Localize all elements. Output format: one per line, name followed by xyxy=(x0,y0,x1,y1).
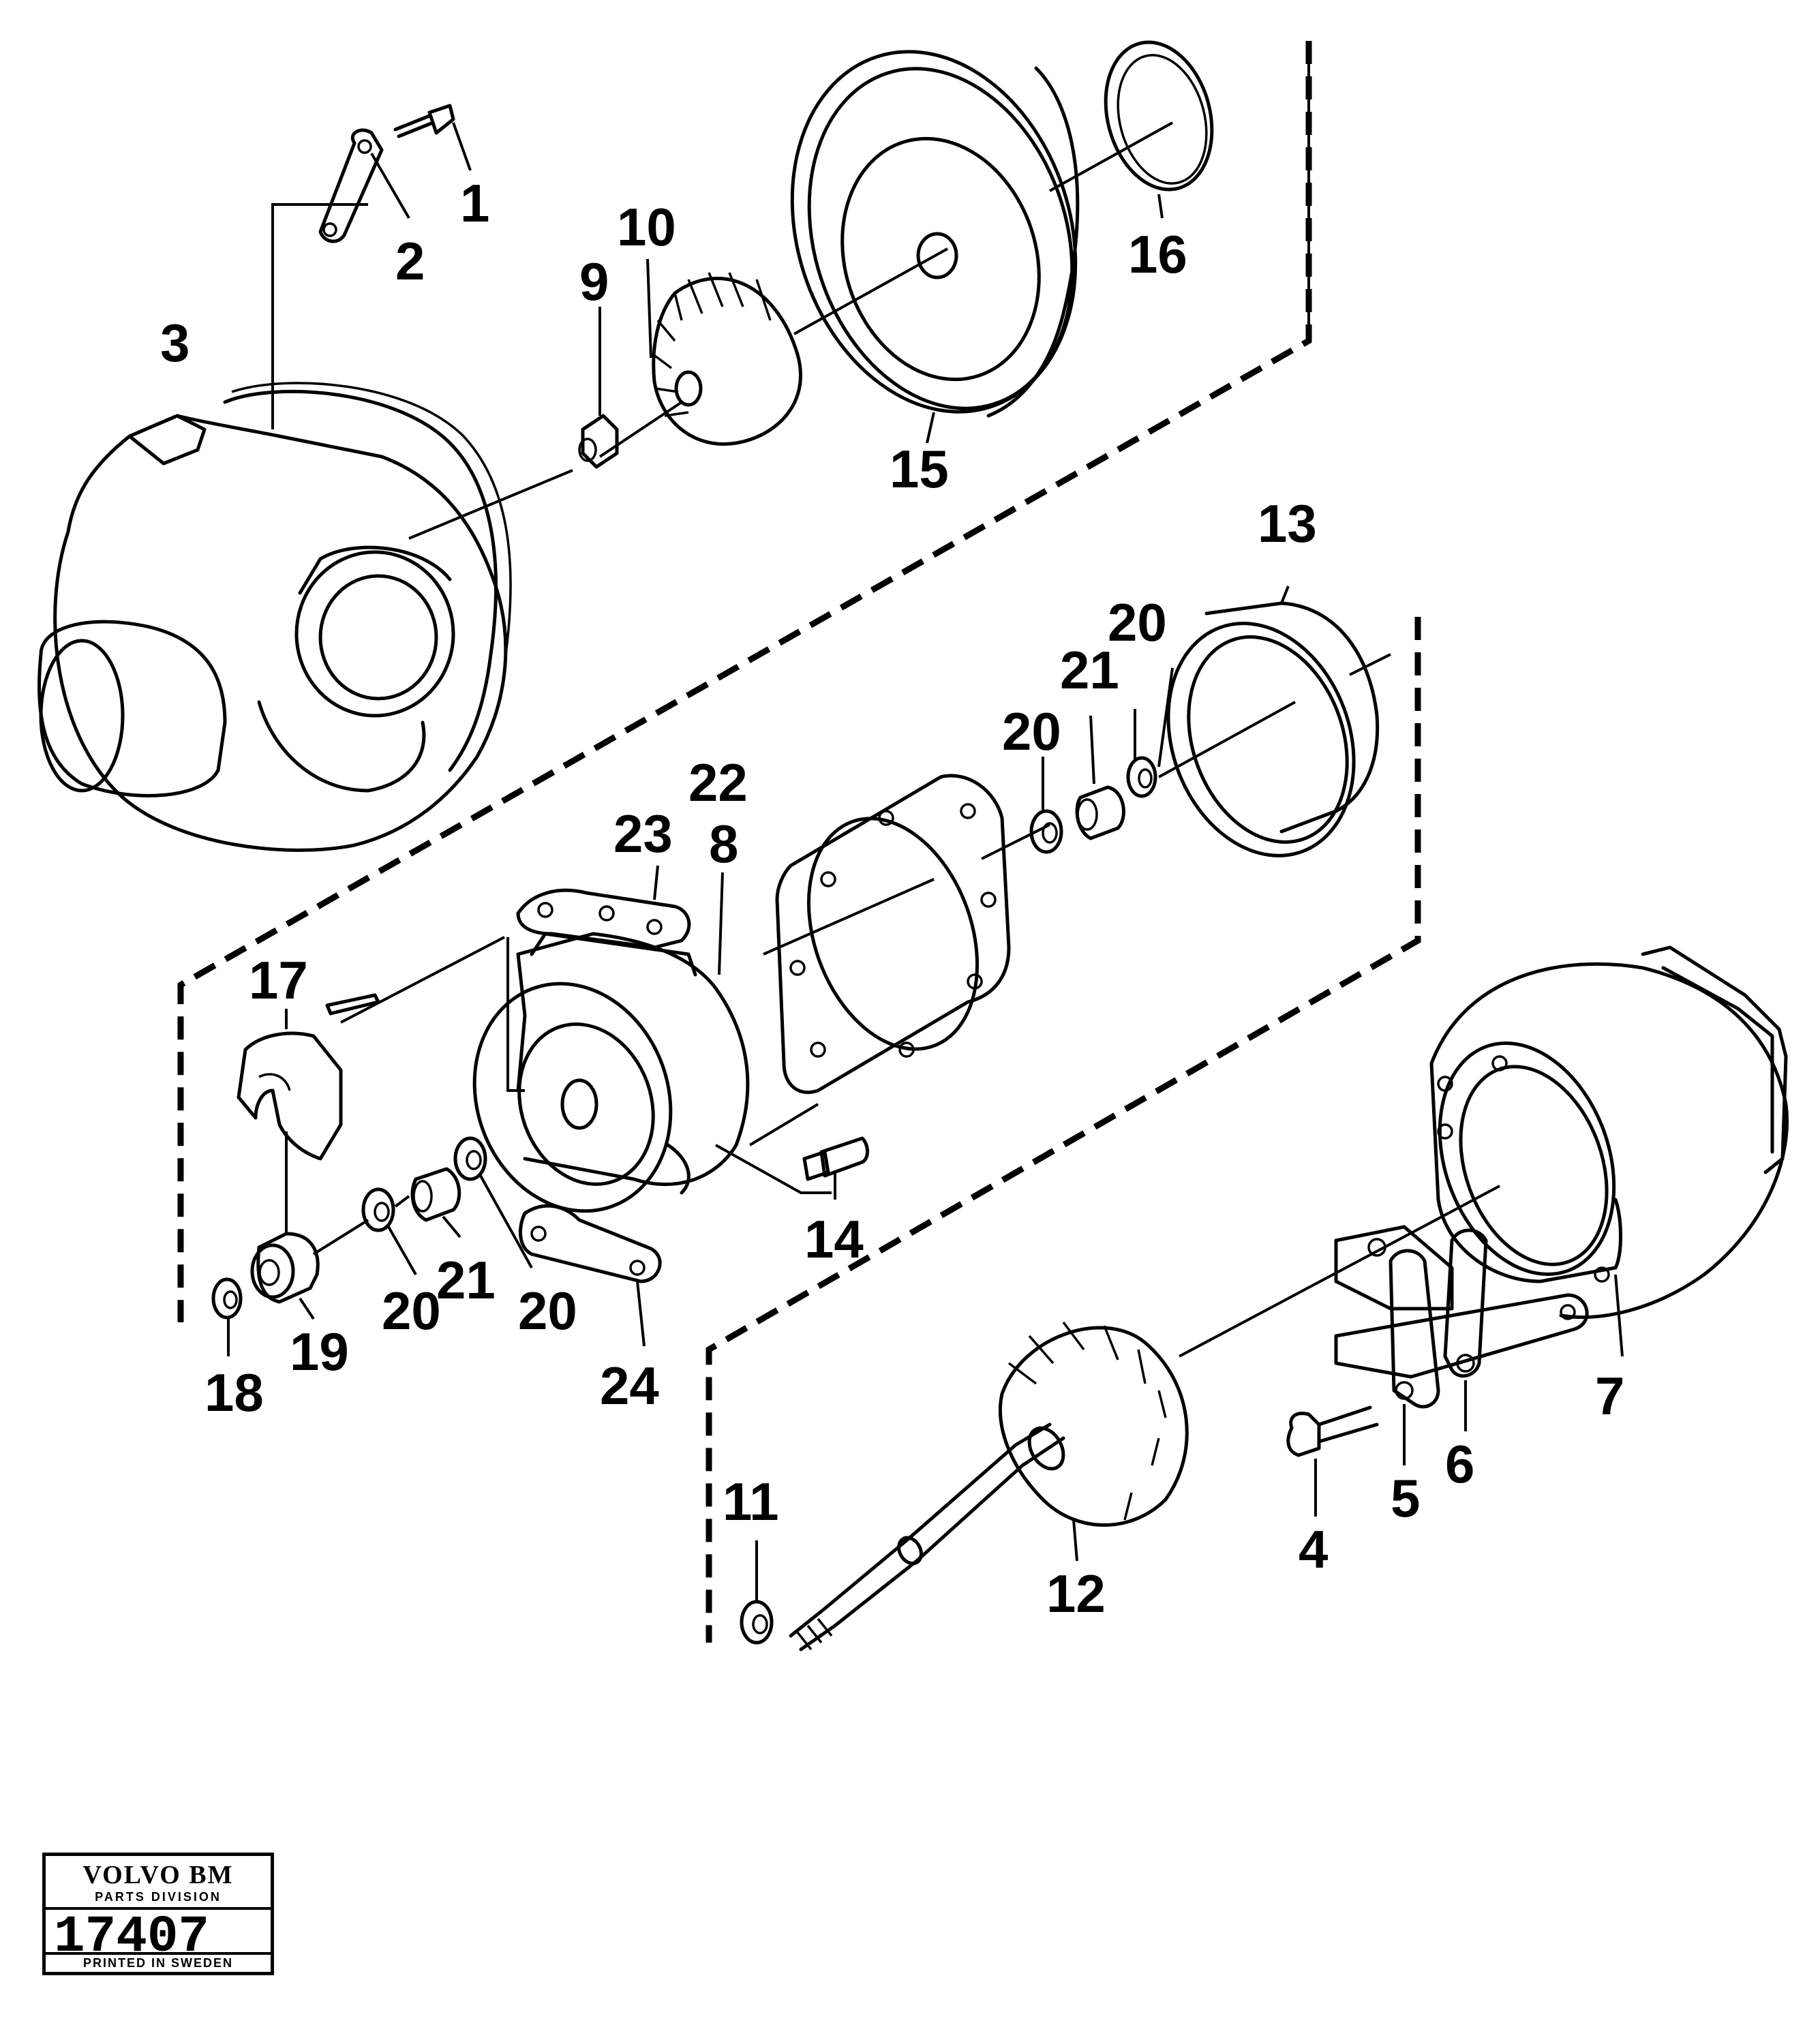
callout-13: 13 xyxy=(1258,493,1317,553)
callout-18: 18 xyxy=(204,1362,264,1422)
lock-nut xyxy=(578,307,619,469)
callout-19: 19 xyxy=(290,1322,349,1382)
callout-11: 11 xyxy=(723,1472,778,1532)
callout-12: 12 xyxy=(1046,1564,1106,1624)
callout-20a: 20 xyxy=(1108,592,1167,652)
leader-24 xyxy=(636,1281,646,1347)
callout-21a: 21 xyxy=(1060,640,1119,700)
leader-housing xyxy=(340,936,525,1092)
callout-20c: 20 xyxy=(382,1281,441,1341)
oil-seal xyxy=(250,1232,320,1320)
callout-10: 10 xyxy=(617,197,676,257)
callout-2: 2 xyxy=(395,231,425,291)
callout-22: 22 xyxy=(688,752,748,812)
o-ring-large xyxy=(1104,40,1214,219)
callout-20b: 20 xyxy=(1002,701,1061,761)
circlip-11 xyxy=(740,1540,774,1645)
compressor-wheel xyxy=(646,258,802,446)
stamp-printed: PRINTED IN SWEDEN xyxy=(46,1952,271,1972)
callout-15: 15 xyxy=(890,439,949,499)
thrust-bearing-set-lower xyxy=(312,1136,533,1275)
callout-9: 9 xyxy=(579,252,609,311)
callout-5: 5 xyxy=(1391,1468,1420,1528)
bearing-housing-insert xyxy=(1166,585,1380,857)
dashed-boundary xyxy=(177,41,1421,1643)
center-bearing-housing xyxy=(472,872,750,1283)
callout-16: 16 xyxy=(1128,224,1187,284)
callout-14: 14 xyxy=(804,1209,864,1269)
screw xyxy=(393,104,472,171)
middle-axis xyxy=(748,653,1391,1146)
circlip-18 xyxy=(211,1277,243,1356)
callout-8: 8 xyxy=(709,814,738,874)
upper-axis xyxy=(408,121,1173,540)
thrust-collar xyxy=(237,993,380,1234)
stamp-brand: VOLVO BM xyxy=(82,1861,234,1889)
volvo-bm-stamp: VOLVO BM PARTS DIVISION 17407 PRINTED IN… xyxy=(42,1853,274,1975)
flange-gasket xyxy=(775,774,1011,1095)
thrust-bearing-set-upper xyxy=(1029,667,1174,854)
callout-3: 3 xyxy=(160,313,189,373)
bracket-plate xyxy=(318,128,410,243)
callout-1: 1 xyxy=(460,173,489,233)
callout-labels: 1 2 3 9 10 15 16 13 20 21 20 22 23 8 17 … xyxy=(160,173,1624,1624)
callout-20d: 20 xyxy=(518,1281,577,1341)
callout-23: 23 xyxy=(613,804,673,864)
callout-24: 24 xyxy=(600,1356,659,1416)
callout-6: 6 xyxy=(1445,1434,1474,1494)
callout-17: 17 xyxy=(249,950,308,1010)
compressor-back-plate xyxy=(790,50,1080,444)
housing-bolt xyxy=(715,1136,869,1200)
compressor-housing xyxy=(37,203,512,852)
turbine-housing xyxy=(1334,945,1789,1379)
housing-bolt-4 xyxy=(1286,1405,1379,1517)
callout-7: 7 xyxy=(1595,1366,1624,1426)
oil-inlet-gasket xyxy=(516,865,691,949)
callout-4: 4 xyxy=(1299,1519,1328,1579)
turbine-wheel-shaft xyxy=(789,1321,1189,1651)
callout-21b: 21 xyxy=(436,1250,496,1310)
lower-axis xyxy=(1179,1185,1500,1358)
stamp-number: 17407 xyxy=(54,1908,210,1966)
lock-plates xyxy=(1389,1228,1488,1465)
stamp-division: PARTS DIVISION xyxy=(46,1890,271,1910)
